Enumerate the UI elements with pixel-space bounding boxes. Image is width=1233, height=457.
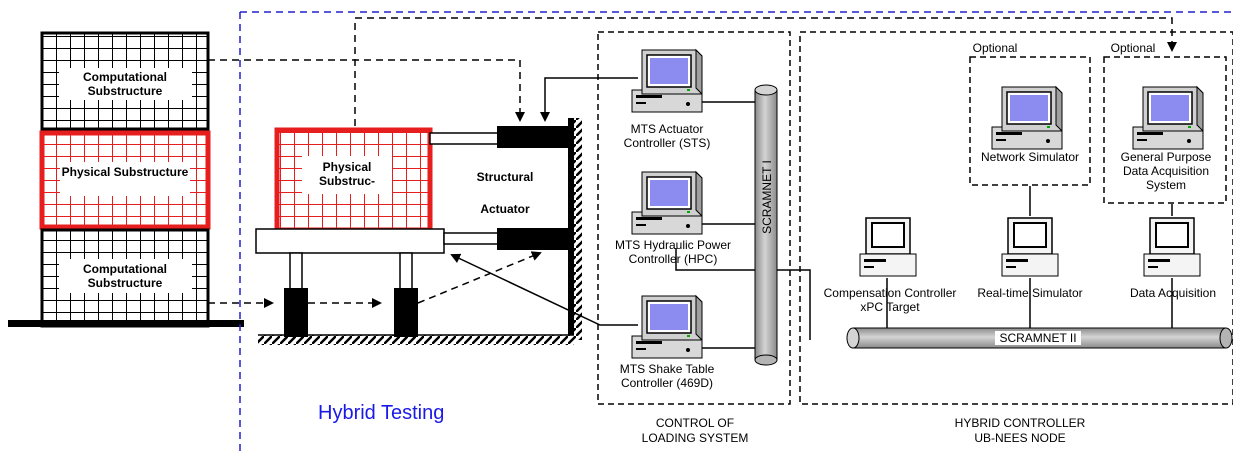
data-acquisition-label: Data Acquisition xyxy=(1129,286,1217,300)
computer-actuator-controller-icon xyxy=(631,49,703,113)
computer-hpc-icon xyxy=(631,171,703,235)
physical-substructure-label: Physical Substructure xyxy=(61,165,189,179)
terminal-realtime-icon xyxy=(1001,217,1059,277)
computational-top-label: Computational Substructure xyxy=(83,70,167,98)
computational-bottom-label: Computational Substructure xyxy=(83,262,167,290)
network-simulator-label: Network Simulator xyxy=(980,150,1080,164)
diagram-title: Hybrid Testing xyxy=(318,402,445,424)
hybrid-testing-region xyxy=(239,11,1233,452)
specimen-label: Physical Substruc- xyxy=(318,160,375,188)
realtime-simulator-label: Real-time Simulator xyxy=(977,286,1083,300)
test-rig xyxy=(255,118,582,345)
hybrid-caption-line1: HYBRID CONTROLLER xyxy=(954,416,1086,430)
terminal-compensation-icon xyxy=(859,217,917,277)
computer-daq-system-icon xyxy=(1132,86,1204,150)
control-caption-line2: LOADING SYSTEM xyxy=(641,431,749,445)
structural-label: Structural xyxy=(476,170,534,184)
shake-table-controller-label: MTS Shake Table Controller (469D) xyxy=(619,362,715,390)
computer-shake-table-icon xyxy=(631,295,703,359)
optional-label-2: Optional xyxy=(1110,41,1156,55)
hybrid-caption-line2: UB-NEES NODE xyxy=(974,431,1066,445)
actuator-controller-label: MTS Actuator Controller (STS) xyxy=(623,122,711,150)
scramnet-2-label: SCRAMNET II xyxy=(995,331,1081,345)
terminal-daq-icon xyxy=(1143,217,1201,277)
daq-system-label: General Purpose Data Acquisition System xyxy=(1120,150,1212,192)
computer-network-simulator-icon xyxy=(991,86,1063,150)
signal-lines-dashed xyxy=(208,17,1177,308)
hydraulic-controller-label: MTS Hydraulic Power Controller (HPC) xyxy=(614,238,732,266)
optional-label-1: Optional xyxy=(972,41,1018,55)
scramnet-1-label: SCRAMNET I xyxy=(760,160,774,234)
actuator-label: Actuator xyxy=(480,202,530,216)
dashed-boxes xyxy=(597,31,1233,405)
control-caption-line1: CONTROL OF xyxy=(655,416,735,430)
scramnet-1-pipe xyxy=(754,84,778,366)
signal-lines-solid xyxy=(450,77,1173,349)
compensation-controller-label: Compensation Controller xPC Target xyxy=(823,286,957,314)
building-model xyxy=(8,31,244,328)
